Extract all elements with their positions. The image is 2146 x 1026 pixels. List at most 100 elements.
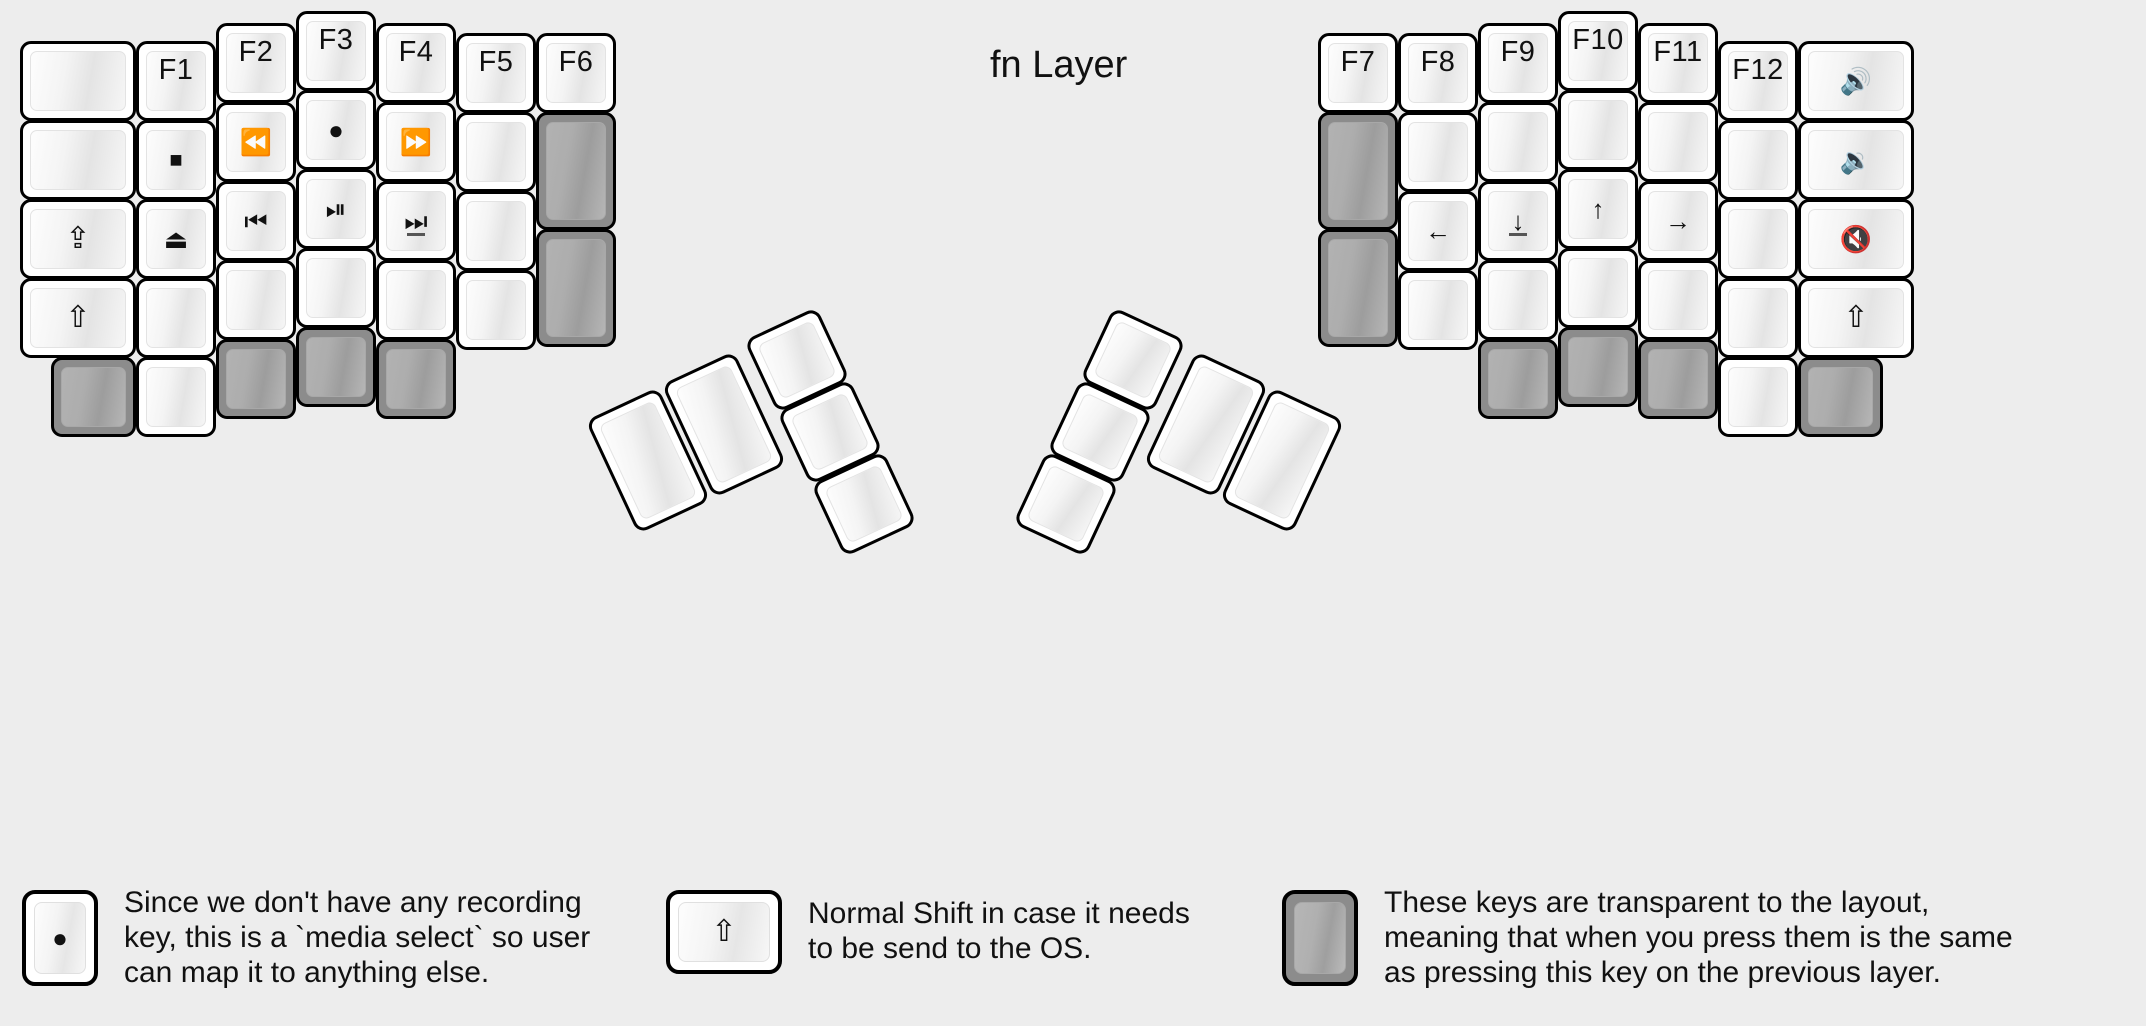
keycap <box>1728 130 1788 190</box>
keycap: 🔉 <box>1808 130 1904 190</box>
key-label: F10 <box>1572 24 1624 56</box>
key-right-c3-r3[interactable] <box>1558 248 1638 328</box>
key-left-c4-r4-transparent[interactable] <box>376 339 456 419</box>
key-right-c2-r0-f9[interactable]: F9 <box>1478 23 1558 103</box>
record-icon: ● <box>328 115 344 145</box>
key-left-c2-r3[interactable] <box>216 260 296 340</box>
key-left-c1-r0-f1[interactable]: F1 <box>136 41 216 121</box>
keycap: ● <box>306 100 366 160</box>
play-pause-icon: ⏯ <box>325 194 347 224</box>
keycap <box>1728 367 1788 427</box>
key-right-c4-r1[interactable] <box>1638 102 1718 182</box>
key-left-c3-r2-play-pause[interactable]: ⏯ <box>296 169 376 249</box>
key-right-c2-r3[interactable] <box>1478 260 1558 340</box>
key-left-c6-r2-transparent[interactable] <box>536 229 616 347</box>
key-right-c3-r0-f10[interactable]: F10 <box>1558 11 1638 91</box>
key-right-c6-r4-transparent[interactable] <box>1798 357 1883 437</box>
key-left-c5-r2[interactable] <box>456 191 536 271</box>
key-left-c0-r0[interactable] <box>20 41 136 121</box>
key-right-c1-r3[interactable] <box>1398 270 1478 350</box>
legend-item-shift: ⇧ Normal Shift in case it needs to be se… <box>666 890 1190 974</box>
keycap <box>1568 100 1628 160</box>
key-label: F6 <box>558 46 594 78</box>
key-label: F12 <box>1732 54 1784 86</box>
keycap <box>226 349 286 409</box>
key-left-c5-r3[interactable] <box>456 270 536 350</box>
key-label: F4 <box>398 36 434 68</box>
legend-key-record[interactable]: ● <box>22 890 98 987</box>
keycap <box>1648 349 1708 409</box>
key-left-c6-r1-transparent[interactable] <box>536 112 616 230</box>
key-left-c0-r4-transparent[interactable] <box>51 357 136 437</box>
key-left-c1-r1-stop[interactable]: ■ <box>136 120 216 200</box>
key-right-c2-r1[interactable] <box>1478 102 1558 182</box>
key-right-c2-r4-transparent[interactable] <box>1478 339 1558 419</box>
key-right-c1-r0-f8[interactable]: F8 <box>1398 33 1478 113</box>
keycap: F8 <box>1408 43 1468 103</box>
key-left-c3-r3[interactable] <box>296 248 376 328</box>
key-left-c0-r1[interactable] <box>20 120 136 200</box>
key-right-c4-r0-f11[interactable]: F11 <box>1638 23 1718 103</box>
key-right-c5-r2[interactable] <box>1718 199 1798 279</box>
key-left-c2-r1-rewind[interactable]: ⏪ <box>216 102 296 182</box>
key-right-c5-r3[interactable] <box>1718 278 1798 358</box>
key-left-c1-r4[interactable] <box>136 357 216 437</box>
key-right-c3-r4-transparent[interactable] <box>1558 327 1638 407</box>
key-left-c4-r2-next-track[interactable]: ⏭ <box>376 181 456 261</box>
keycap <box>1808 367 1873 427</box>
key-left-c2-r4-transparent[interactable] <box>216 339 296 419</box>
key-right-c6-r0-volume-up[interactable]: 🔊 <box>1798 41 1914 121</box>
keycap: ← <box>1408 201 1468 261</box>
keycap <box>1728 288 1788 348</box>
key-left-c2-r0-f2[interactable]: F2 <box>216 23 296 103</box>
key-right-c6-r2-volume-mute[interactable]: 🔇 <box>1798 199 1914 279</box>
key-right-c1-r1[interactable] <box>1398 112 1478 192</box>
key-right-c5-r1[interactable] <box>1718 120 1798 200</box>
key-left-c3-r4-transparent[interactable] <box>296 327 376 407</box>
keycap <box>1093 320 1173 400</box>
legend-key-transparent[interactable] <box>1282 890 1358 987</box>
keycap: ⇪ <box>30 209 126 269</box>
key-right-c0-r1-transparent[interactable] <box>1318 112 1398 230</box>
key-label: F2 <box>238 36 274 68</box>
shift-lock-icon: ⇪ <box>65 222 91 255</box>
key-right-c6-r1-volume-down[interactable]: 🔉 <box>1798 120 1914 200</box>
legend-key-shift[interactable]: ⇧ <box>666 890 782 974</box>
key-left-c2-r2-prev-track[interactable]: ⏮ <box>216 181 296 261</box>
key-left-c1-r3[interactable] <box>136 278 216 358</box>
key-label: F11 <box>1653 36 1703 68</box>
key-right-c0-r0-f7[interactable]: F7 <box>1318 33 1398 113</box>
key-right-c2-r2-arrow-down[interactable]: ↓ <box>1478 181 1558 261</box>
key-left-c4-r1-fast-forward[interactable]: ⏩ <box>376 102 456 182</box>
key-right-c5-r4[interactable] <box>1718 357 1798 437</box>
key-right-c5-r0-f12[interactable]: F12 <box>1718 41 1798 121</box>
key-right-c6-r3-shift[interactable]: ⇧ <box>1798 278 1914 358</box>
key-left-c1-r2-eject[interactable]: ⏏ <box>136 199 216 279</box>
keycap: F9 <box>1488 33 1548 93</box>
keycap: F7 <box>1328 43 1388 103</box>
key-left-c3-r1-record[interactable]: ● <box>296 90 376 170</box>
legend-item-record: ● Since we don't have any recording key,… <box>22 886 590 990</box>
key-left-c0-r2-shiftlock[interactable]: ⇪ <box>20 199 136 279</box>
key-left-c3-r0-f3[interactable]: F3 <box>296 11 376 91</box>
key-right-c4-r2-arrow-right[interactable]: → <box>1638 181 1718 261</box>
keycap <box>790 392 870 472</box>
record-icon: ● <box>52 923 68 954</box>
key-left-c6-r0-f6[interactable]: F6 <box>536 33 616 113</box>
prev-track-icon: ⏮ <box>244 206 268 236</box>
rewind-icon: ⏪ <box>239 127 273 157</box>
key-left-c4-r0-f4[interactable]: F4 <box>376 23 456 103</box>
key-left-c0-r3-shift[interactable]: ⇧ <box>20 278 136 358</box>
key-right-c4-r3[interactable] <box>1638 260 1718 340</box>
key-right-c3-r2-arrow-up[interactable]: ↑ <box>1558 169 1638 249</box>
key-right-c4-r4-transparent[interactable] <box>1638 339 1718 419</box>
key-right-c3-r1[interactable] <box>1558 90 1638 170</box>
key-right-c0-r2-transparent[interactable] <box>1318 229 1398 347</box>
key-left-c4-r3[interactable] <box>376 260 456 340</box>
key-left-c5-r1[interactable] <box>456 112 536 192</box>
legend-text-record: Since we don't have any recording key, t… <box>124 886 591 989</box>
key-right-c1-r2-arrow-left[interactable]: ← <box>1398 191 1478 271</box>
keycap: F5 <box>466 43 526 103</box>
key-left-c5-r0-f5[interactable]: F5 <box>456 33 536 113</box>
